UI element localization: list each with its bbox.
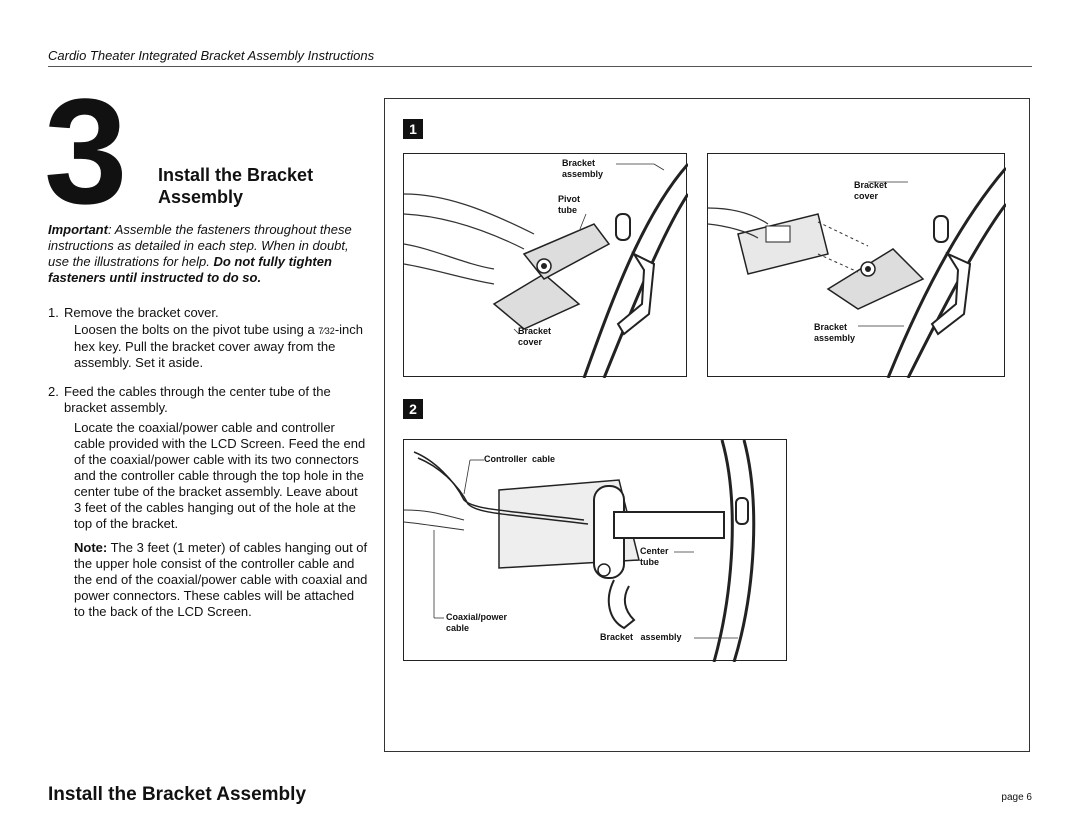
step-title: Install the Bracket Assembly xyxy=(158,164,368,208)
figure-2-drawing xyxy=(404,440,756,662)
step1-fraction: 7⁄32 xyxy=(318,326,335,336)
label-bracket-assembly: Bracket assembly xyxy=(600,632,682,642)
step2-paragraph: Locate the coaxial/power cable and contr… xyxy=(74,420,366,531)
label-pivot-tube: Pivot tube xyxy=(558,194,581,215)
label-controller-cable: Controller cable xyxy=(484,454,556,464)
figure-2-number: 2 xyxy=(403,399,423,419)
list-item-number: 2. xyxy=(48,384,59,399)
label-center-tube: Center tube xyxy=(640,546,669,567)
page-number: page 6 xyxy=(1001,792,1032,803)
important-lead: Important xyxy=(48,222,108,237)
step-title-line1: Install the Bracket xyxy=(158,165,314,185)
document-header: Cardio Theater Integrated Bracket Assemb… xyxy=(48,48,375,63)
illustration-frame: 1 Bracket xyxy=(384,98,1030,752)
note-label: Note: xyxy=(74,540,108,555)
label-bracket-cover: Bracket cover xyxy=(518,326,552,347)
step1-paragraph: Loosen the bolts on the pivot tube using… xyxy=(74,322,368,371)
figure-1-left-drawing xyxy=(404,163,688,378)
list-item-number: 1. xyxy=(48,305,59,320)
step2-note: Note: The 3 feet (1 meter) of cables han… xyxy=(74,540,368,620)
step-title-line2: Assembly xyxy=(158,187,244,207)
important-bold: Do not fully tighten fasteners until ins… xyxy=(48,254,332,285)
important-text: : Assemble the fasteners throughout thes… xyxy=(48,222,352,269)
figure-2: Controller cable Center tube Coaxial/pow… xyxy=(403,439,787,662)
step-number: 3 xyxy=(44,67,128,235)
step1-para-before: Loosen the bolts on the pivot tube using… xyxy=(74,322,319,337)
important-note: Important: Assemble the fasteners throug… xyxy=(48,222,368,286)
figure-1-number: 1 xyxy=(403,119,423,139)
label-coaxial-power-cable: Coaxial/power cable xyxy=(446,612,508,633)
list-item-text: Remove the bracket cover. xyxy=(64,305,219,320)
label-bracket-cover: Bracket cover xyxy=(854,180,888,201)
figure-1-right: Bracket cover Bracket assembly xyxy=(707,153,1006,378)
step1-para-after: -inch hex key. Pull the bracket cover aw… xyxy=(74,322,364,370)
label-bracket-assembly: Bracket assembly xyxy=(814,322,856,343)
note-text: The 3 feet (1 meter) of cables hanging o… xyxy=(74,540,368,619)
label-bracket-assembly: Bracket assembly xyxy=(562,158,604,179)
list-item-text: Feed the cables through the center tube … xyxy=(64,384,331,415)
figure-1-left: Bracket assembly Pivot tube Bracket cove… xyxy=(403,153,688,378)
figure-1-right-drawing xyxy=(708,167,1006,378)
footer-title: Install the Bracket Assembly xyxy=(48,784,307,805)
header-rule xyxy=(48,66,1032,67)
